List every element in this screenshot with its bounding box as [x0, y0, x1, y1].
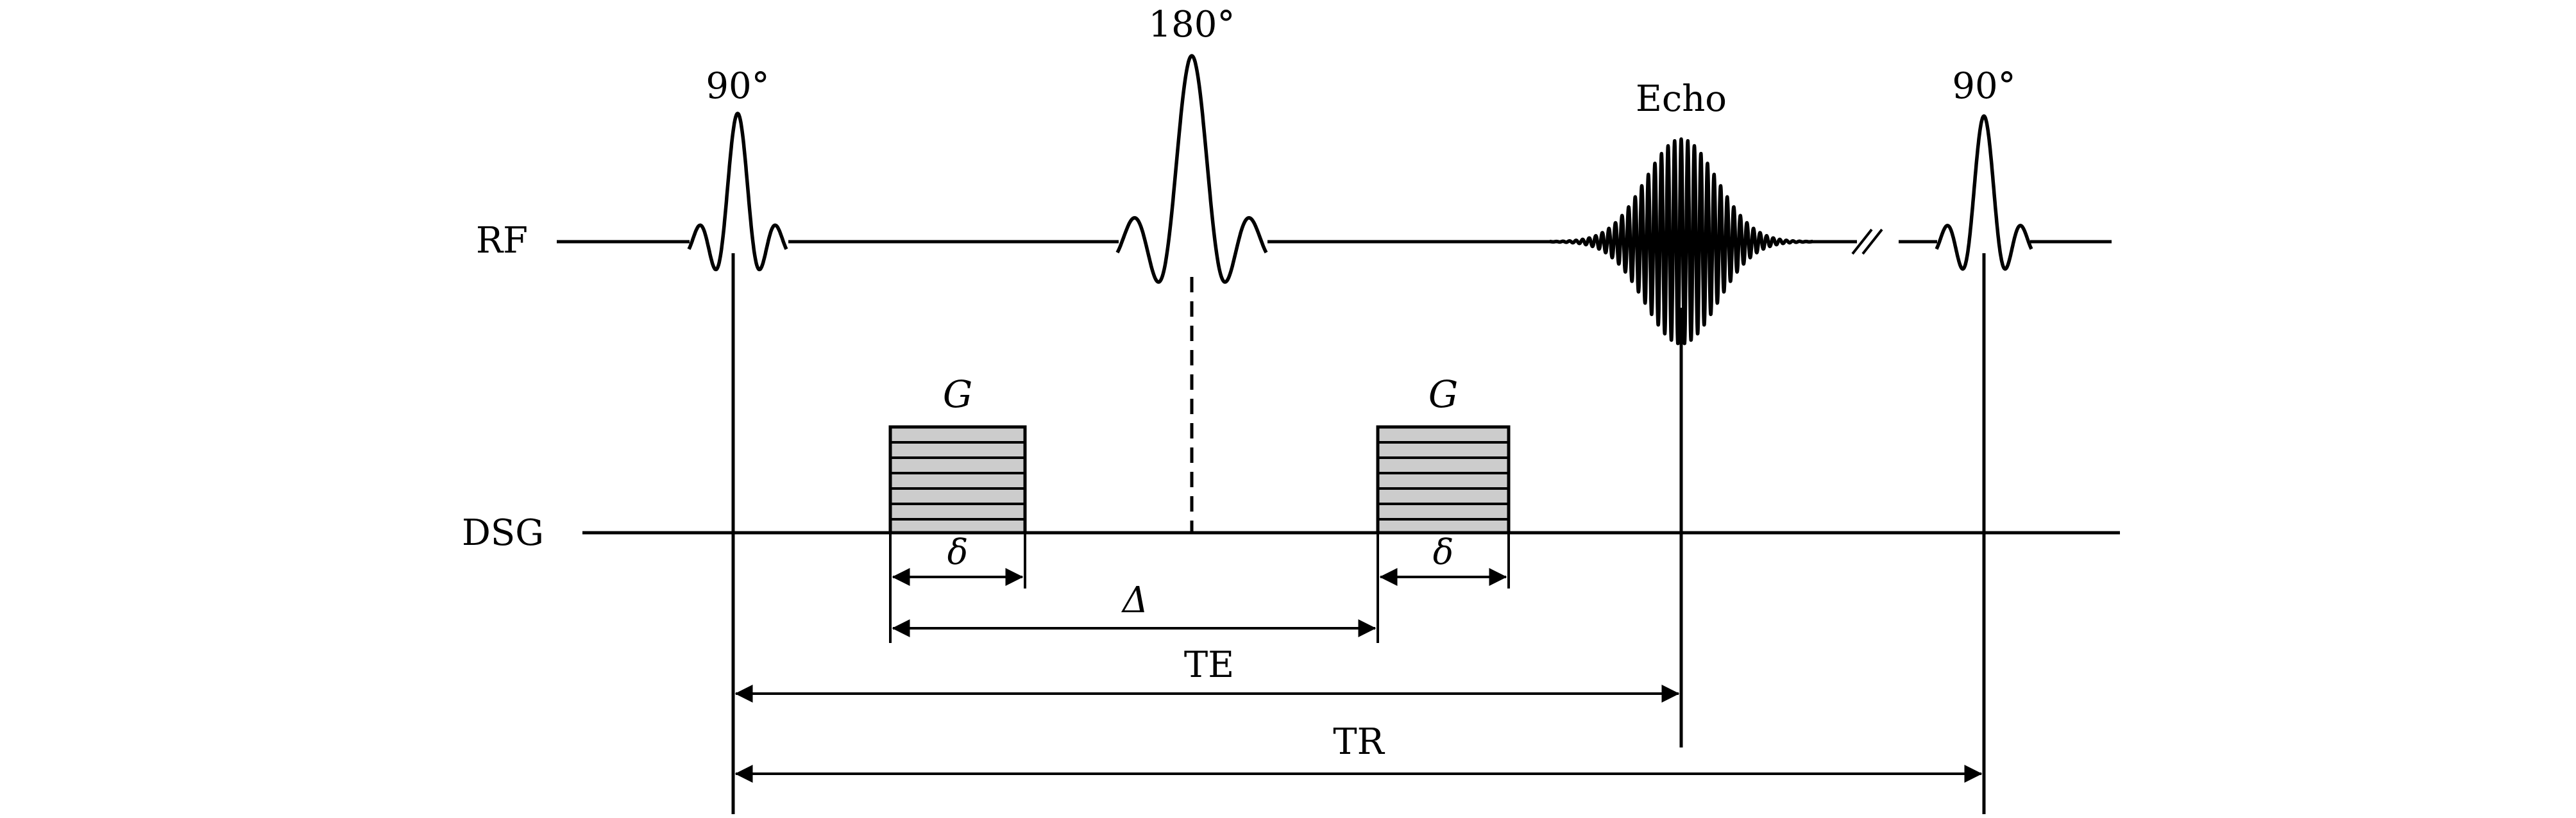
gradient-pulse-second: [1376, 425, 1511, 535]
gradient-label-second: G: [1428, 372, 1458, 416]
axis-break-marks: [1851, 228, 1883, 255]
gradient-pulse-first: [888, 425, 1027, 535]
echo-label: Echo: [1636, 78, 1727, 120]
delta-small-label-second: δ: [1433, 532, 1454, 572]
rf-pulse-180: [1115, 54, 1268, 284]
te-label: TE: [1184, 644, 1234, 686]
dsg-label: DSG: [462, 512, 544, 554]
pulse-90-label-first: 90°: [706, 65, 769, 107]
gradient-label-first: G: [943, 372, 972, 416]
pulse-90-label-second: 90°: [1952, 65, 2015, 107]
rf-pulse-90-first: [687, 112, 788, 272]
rf-pulse-90-second: [1935, 114, 2033, 271]
rf-label: RF: [476, 220, 528, 262]
pulse-180-label: 180°: [1149, 4, 1235, 46]
delta-small-label-first: δ: [947, 532, 969, 572]
rf-echo-signal: [1548, 137, 1815, 346]
tr-label: TR: [1333, 721, 1385, 763]
delta-large-label: Δ: [1121, 580, 1148, 621]
